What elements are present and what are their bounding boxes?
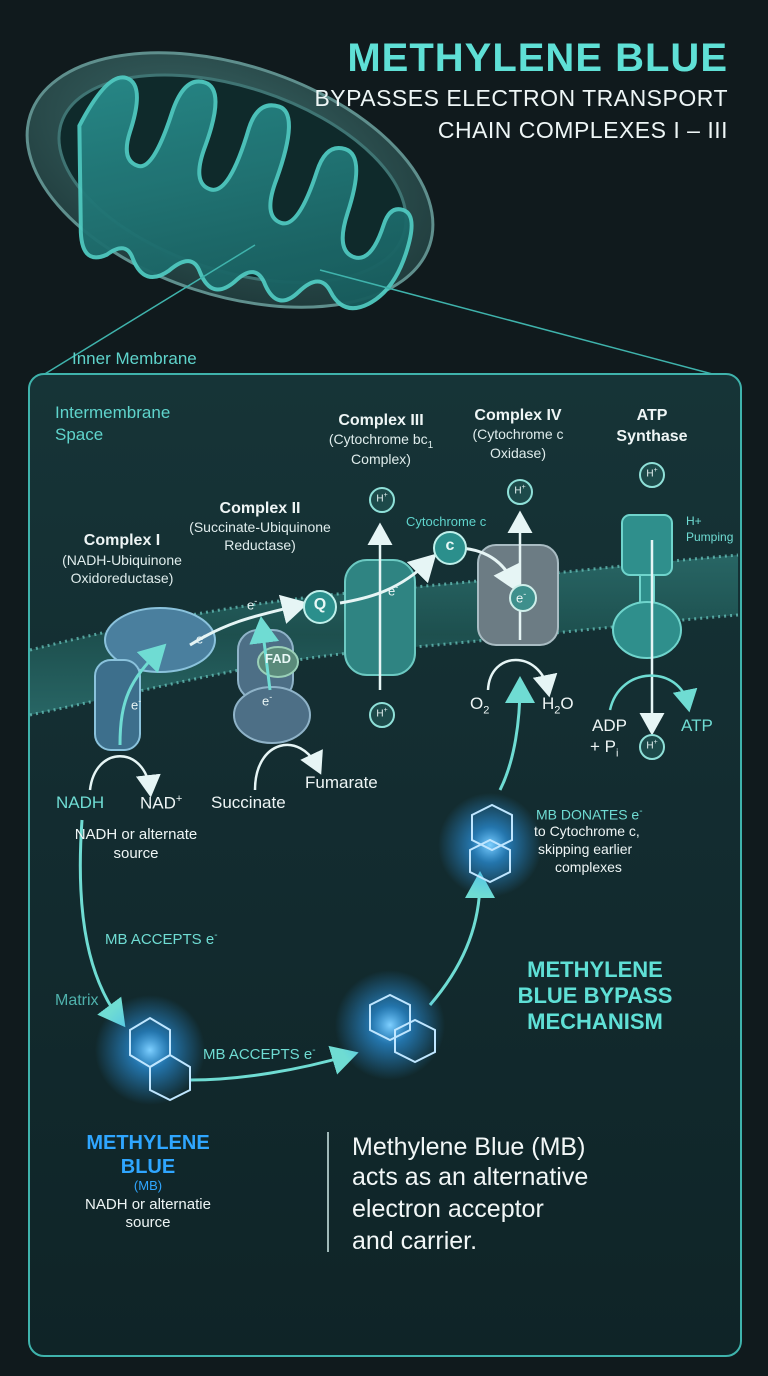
complex-1-sub2: Oxidoreductase) (70, 570, 174, 586)
succinate-label: Succinate (211, 793, 286, 812)
description-line2: acts as an alternative (352, 1163, 589, 1191)
complex-3-name: Complex III (338, 412, 424, 429)
mb-donates-line1: MB DONATES e- (536, 806, 643, 823)
bypass-line1: METHYLENE (527, 957, 663, 982)
atp-synthase-name-1: ATP (636, 407, 668, 424)
adp-label: ADP (592, 716, 627, 735)
complex-4-name: Complex IV (474, 407, 562, 424)
q-badge-text: Q (313, 596, 327, 613)
e-label-c1-lower: e- (131, 696, 142, 713)
complex-3-sub2: Complex) (351, 451, 411, 467)
mb-accepts-label-1: MB ACCEPTS e- (105, 930, 218, 948)
e-label-c3: e- (388, 582, 399, 599)
mb-molecule-2 (335, 970, 445, 1080)
atp-label: ATP (681, 716, 713, 735)
space-label: Space (55, 425, 104, 444)
bypass-line3: MECHANISM (527, 1009, 663, 1034)
complex-2-sub1: (Succinate-Ubiquinone (189, 519, 331, 535)
complex-3-sub1: (Cytochrome bc1 (328, 431, 434, 451)
mb-donates-line3: skipping earlier (538, 841, 633, 857)
zoom-line-left (34, 244, 256, 381)
mb-donates-line2: to Cytochrome c, (534, 823, 640, 839)
h-badges (369, 462, 665, 760)
matrix-label: Matrix (55, 992, 99, 1009)
nadh-label: NADH (56, 793, 105, 812)
title-line-3: CHAIN COMPLEXES I – III (437, 117, 728, 143)
e-label-c4: e- (516, 589, 527, 606)
mb-name-line2: BLUE (120, 1156, 176, 1178)
mb-name-line1: METHYLENE (86, 1132, 210, 1154)
complex-1-sub1: (NADH-Ubiquinone (62, 552, 182, 568)
e-label-c2: e- (247, 596, 258, 613)
complex-2-name: Complex II (219, 500, 301, 517)
complex-4-sub2: Oxidase) (489, 445, 547, 461)
h-badge-c4-top: H+ (514, 484, 526, 497)
mb-alt-line2: source (125, 1214, 171, 1231)
atp-synthase-shape (612, 514, 682, 659)
cytochrome-c-badge (433, 531, 467, 565)
h-badge-c3-top: H+ (376, 492, 388, 505)
mb-molecule-3 (438, 793, 542, 897)
inner-membrane-label: Inner Membrane (72, 349, 197, 368)
complex-4-sub1: (Cytochrome c (472, 426, 564, 442)
mitochondrion-illustration (25, 51, 435, 311)
e-badge-complex-4 (509, 584, 537, 612)
nad-label: NAD+ (140, 793, 183, 813)
description-line4: and carrier. (352, 1227, 478, 1255)
complex-2-sub2: Reductase) (224, 537, 296, 553)
h-pumping-label-1: H+ (686, 514, 702, 528)
pi-label: + Pi (590, 737, 619, 760)
fumarate-label: Fumarate (305, 773, 378, 792)
mb-donates-line4: complexes (555, 859, 622, 875)
cytochrome-c-badge-text: c (445, 537, 455, 554)
o2-label: O2 (470, 694, 490, 717)
nadh-alt-line2: source (113, 845, 159, 862)
bypass-line2: BLUE BYPASS (517, 983, 673, 1008)
mb-alt-line1: NADH or alternatie (85, 1196, 211, 1213)
title-main: METHYLENE BLUE (347, 36, 728, 80)
e-label-c1: e- (196, 630, 207, 647)
cytochrome-c-label: Cytochrome c (406, 514, 487, 529)
h-badge-c3-bottom: H+ (376, 707, 388, 720)
zoom-line-right (319, 269, 736, 381)
intermembrane-label: Intermembrane (55, 403, 171, 422)
mb-accepts-label-2: MB ACCEPTS e- (203, 1045, 316, 1063)
complex-1-name: Complex I (83, 532, 161, 549)
complex-1-shape (94, 607, 216, 751)
h-badge-atp-bottom: H+ (646, 739, 658, 752)
title-line-2: BYPASSES ELECTRON TRANSPORT (314, 85, 728, 111)
h-badge-atp-top: H+ (646, 467, 658, 480)
h-pumping-label-2: Pumping (686, 530, 734, 544)
h2o-label: H2O (542, 694, 574, 717)
description-line1: Methylene Blue (MB) (352, 1133, 586, 1161)
q-badge (303, 590, 337, 624)
nadh-alt-line1: NADH or alternate (74, 826, 198, 843)
mb-molecule-1 (95, 995, 205, 1105)
atp-synthase-name-2: Synthase (616, 428, 688, 445)
fad-label: FAD (265, 651, 291, 666)
mb-name-line3: (MB) (133, 1178, 163, 1193)
e-label-c2-lower: e- (262, 692, 273, 709)
description-line3: electron acceptor (352, 1195, 544, 1223)
